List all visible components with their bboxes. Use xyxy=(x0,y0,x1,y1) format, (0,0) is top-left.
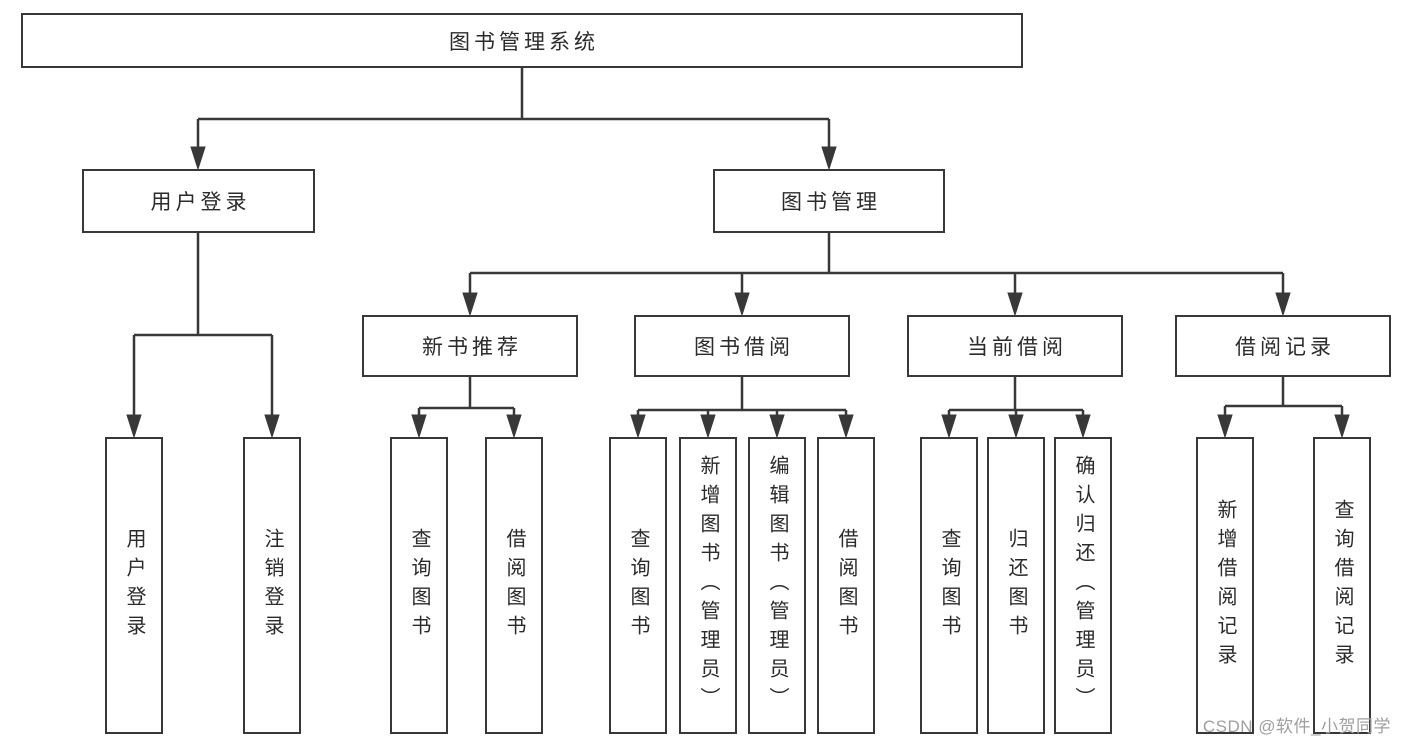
leaf-query-books-current: 查询图书 xyxy=(920,437,978,734)
leaf-user-login-label: 用户登录 xyxy=(123,527,145,644)
node-current-borrowing: 当前借阅 xyxy=(907,315,1123,377)
connector-root-to-level2 xyxy=(190,68,837,171)
leaf-add-books-admin-label: 新增图书（管理员） xyxy=(697,455,719,716)
node-book-borrowing-label: 图书借阅 xyxy=(694,336,794,359)
leaf-query-borrow-record: 查询借阅记录 xyxy=(1313,437,1371,734)
leaf-borrow-books-recommend: 借阅图书 xyxy=(485,437,543,734)
leaf-confirm-return-admin: 确认归还（管理员） xyxy=(1054,437,1112,734)
leaf-logout-login-label: 注销登录 xyxy=(261,527,283,644)
connector-user-login-to-leaves xyxy=(126,233,280,439)
node-new-book-recommend: 新书推荐 xyxy=(362,315,578,377)
leaf-return-books-label: 归还图书 xyxy=(1005,527,1027,644)
leaf-borrow-books-borrowing: 借阅图书 xyxy=(817,437,875,734)
leaf-return-books: 归还图书 xyxy=(987,437,1045,734)
leaf-confirm-return-admin-label: 确认归还（管理员） xyxy=(1072,455,1094,716)
connector-borrow-records-to-leaves xyxy=(1217,377,1350,439)
leaf-user-login: 用户登录 xyxy=(105,437,163,734)
leaf-query-books-borrowing-label: 查询图书 xyxy=(627,527,649,644)
node-book-management-label: 图书管理 xyxy=(781,191,881,214)
node-library-system-label: 图书管理系统 xyxy=(449,30,599,54)
node-book-management: 图书管理 xyxy=(713,169,945,233)
watermark: CSDN @软件_小贺同学 xyxy=(1202,717,1391,736)
node-borrow-records: 借阅记录 xyxy=(1175,315,1391,377)
leaf-add-books-admin: 新增图书（管理员） xyxy=(679,437,737,734)
node-user-login-label: 用户登录 xyxy=(150,191,251,214)
leaf-logout-login: 注销登录 xyxy=(243,437,301,734)
leaf-edit-books-admin: 编辑图书（管理员） xyxy=(748,437,806,734)
leaf-borrow-books-recommend-label: 借阅图书 xyxy=(503,527,525,644)
leaf-edit-books-admin-label: 编辑图书（管理员） xyxy=(766,455,788,716)
leaf-add-borrow-record: 新增借阅记录 xyxy=(1196,437,1254,734)
node-borrow-records-label: 借阅记录 xyxy=(1235,336,1335,359)
node-library-system: 图书管理系统 xyxy=(21,13,1023,68)
node-book-borrowing: 图书借阅 xyxy=(634,315,850,377)
connector-book-borrowing-to-leaves xyxy=(630,377,854,439)
leaf-query-books-current-label: 查询图书 xyxy=(938,527,960,644)
connector-current-borrowing-to-leaves xyxy=(941,377,1091,439)
leaf-add-borrow-record-label: 新增借阅记录 xyxy=(1214,498,1236,673)
leaf-query-books-recommend-label: 查询图书 xyxy=(408,527,430,644)
leaf-query-books-recommend: 查询图书 xyxy=(390,437,448,734)
leaf-borrow-books-borrowing-label: 借阅图书 xyxy=(835,527,857,644)
node-user-login: 用户登录 xyxy=(82,169,315,233)
node-current-borrowing-label: 当前借阅 xyxy=(967,336,1067,359)
connector-new-book-recommend-to-leaves xyxy=(411,377,522,439)
leaf-query-books-borrowing: 查询图书 xyxy=(609,437,667,734)
connector-book-management-to-level3 xyxy=(462,233,1291,317)
leaf-query-borrow-record-label: 查询借阅记录 xyxy=(1331,498,1353,673)
node-new-book-recommend-label: 新书推荐 xyxy=(422,336,522,359)
